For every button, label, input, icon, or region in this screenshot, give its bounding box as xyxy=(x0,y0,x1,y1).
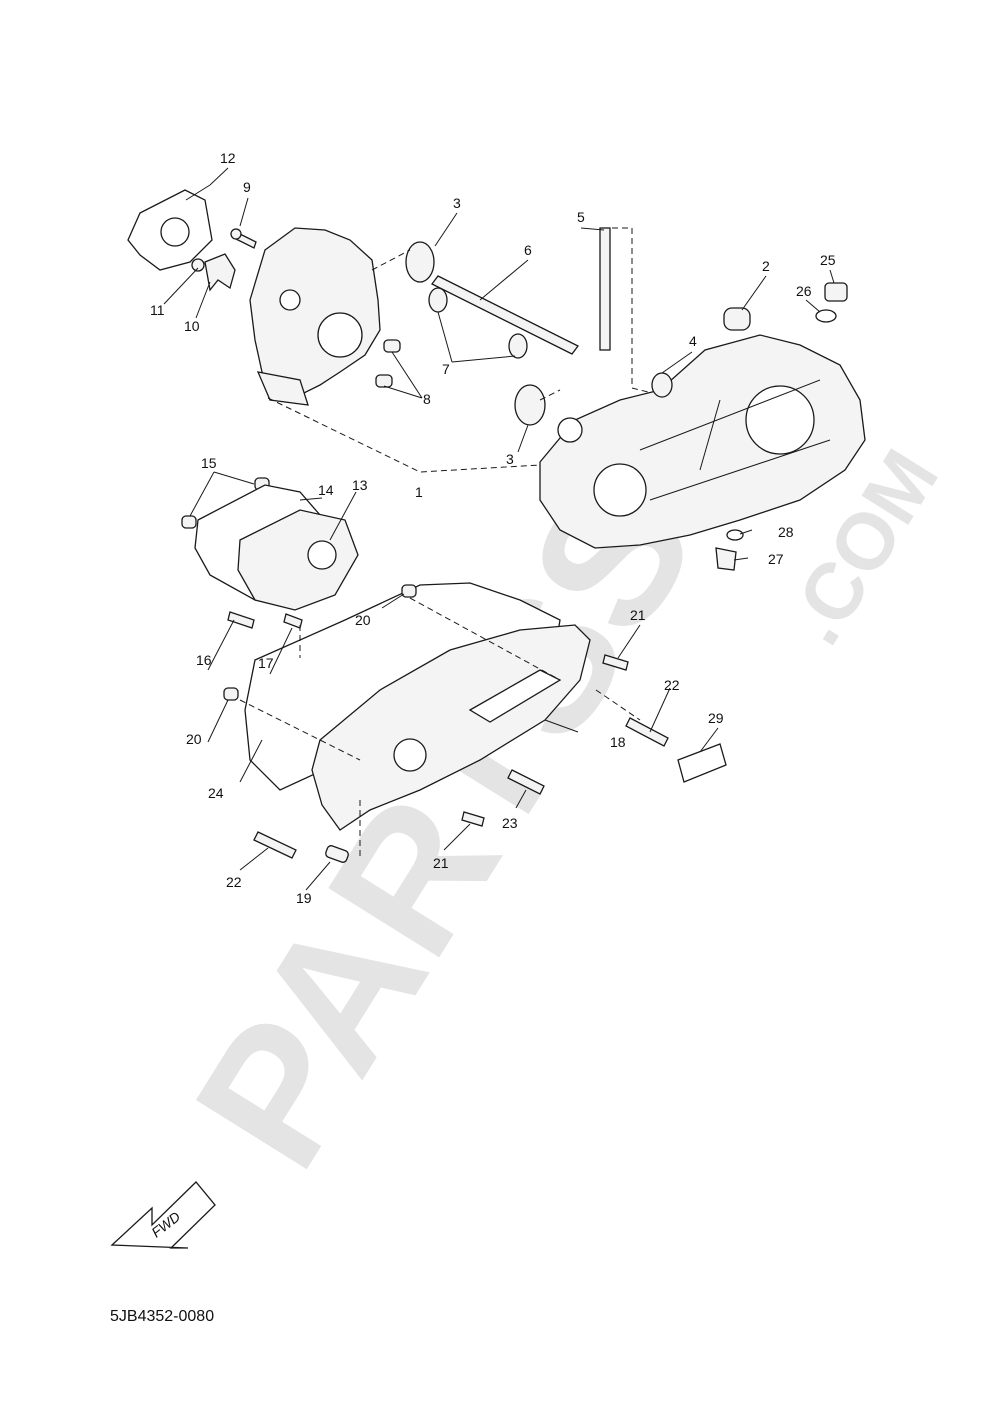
callout-14: 14 xyxy=(318,482,334,498)
callout-21-top: 21 xyxy=(630,607,646,623)
callout-18: 18 xyxy=(610,734,626,750)
part-13-cover xyxy=(237,509,359,611)
part-29-label xyxy=(677,743,727,783)
fwd-arrow-shape xyxy=(110,1181,216,1249)
part-7-seal-b xyxy=(508,333,528,359)
callout-15: 15 xyxy=(201,455,217,471)
part-8-dowel-b xyxy=(375,374,393,388)
forward-direction-arrow: FWD xyxy=(110,1181,216,1249)
crankcase-right-bore-large xyxy=(745,385,815,455)
part-6-shaft xyxy=(431,275,579,355)
part-27-drain-bolt xyxy=(715,547,737,571)
part-22-bolt-a xyxy=(625,717,669,747)
part-21-bolt-b xyxy=(461,811,485,827)
part-3-bearing-lower xyxy=(514,384,546,426)
part-13-cover-boss xyxy=(307,540,337,570)
leader-lines xyxy=(163,167,835,891)
callout-22-bottom: 22 xyxy=(226,874,242,890)
part-28-washer xyxy=(726,529,744,541)
crankcase-left-bearing-bore xyxy=(317,312,363,358)
part-2-bushing xyxy=(723,307,751,331)
crankcase-right-ribs xyxy=(639,379,831,501)
part-23-bolt xyxy=(507,769,545,795)
callout-2: 2 xyxy=(762,258,770,274)
crankcase-left-foot xyxy=(256,371,309,406)
callout-20-top: 20 xyxy=(355,612,371,628)
part-3-bearing-top xyxy=(405,241,435,283)
part-15-dowel-b xyxy=(181,515,197,529)
part-20-dowel-b xyxy=(223,687,239,701)
crankcase-left-half xyxy=(249,227,381,396)
crankcase-left-hole xyxy=(279,289,301,311)
part-25-cap xyxy=(824,282,848,302)
part-19-dowel xyxy=(325,845,349,863)
part-16-bolt xyxy=(227,611,255,629)
crankcase-right-hole xyxy=(557,417,583,443)
callout-24: 24 xyxy=(208,785,224,801)
part-22-bolt-b xyxy=(253,831,297,859)
crankcase-right-half xyxy=(539,334,866,549)
callout-11: 11 xyxy=(150,302,165,318)
callout-10: 10 xyxy=(184,318,200,334)
part-10-bracket xyxy=(204,253,236,292)
callout-22-right: 22 xyxy=(664,677,680,693)
part-17-bolt xyxy=(283,613,303,629)
callout-13: 13 xyxy=(352,477,368,493)
callout-7: 7 xyxy=(442,361,450,377)
part-18-cover-boss xyxy=(393,738,427,772)
part-20-dowel-a xyxy=(401,584,417,598)
callout-17: 17 xyxy=(258,655,274,671)
callout-16: 16 xyxy=(196,652,212,668)
crankcase-right-bearing-bore xyxy=(593,463,647,517)
callout-27: 27 xyxy=(768,551,784,567)
callout-25: 25 xyxy=(820,252,836,268)
callout-20-left: 20 xyxy=(186,731,202,747)
callout-3-top: 3 xyxy=(453,195,461,211)
callout-29: 29 xyxy=(708,710,724,726)
callout-8: 8 xyxy=(423,391,431,407)
callouts: 12 9 3 6 5 2 25 26 11 10 7 8 4 3 15 14 1… xyxy=(150,150,836,906)
callout-28: 28 xyxy=(778,524,794,540)
part-8-dowel-a xyxy=(383,339,401,353)
part-12-hole xyxy=(160,217,190,247)
part-11-bolt xyxy=(191,258,205,272)
diagram-part-number: 5JB4352-0080 xyxy=(110,1308,215,1325)
callout-26: 26 xyxy=(796,283,812,299)
callout-5: 5 xyxy=(577,209,585,225)
part-5-pin xyxy=(599,227,611,351)
assembly-lines xyxy=(239,227,649,860)
callout-1: 1 xyxy=(415,484,423,500)
part-9-bolt-head xyxy=(230,228,242,240)
callout-4: 4 xyxy=(689,333,697,349)
part-26-o-ring xyxy=(815,309,837,323)
callout-12: 12 xyxy=(220,150,236,166)
callout-23: 23 xyxy=(502,815,518,831)
callout-3-lower: 3 xyxy=(506,451,514,467)
callout-21-bottom: 21 xyxy=(433,855,449,871)
callout-9: 9 xyxy=(243,179,251,195)
part-7-seal-a xyxy=(428,287,448,313)
part-4-clamp xyxy=(651,372,673,398)
part-21-bolt-a xyxy=(602,654,629,671)
callout-19: 19 xyxy=(296,890,312,906)
callout-6: 6 xyxy=(524,242,532,258)
